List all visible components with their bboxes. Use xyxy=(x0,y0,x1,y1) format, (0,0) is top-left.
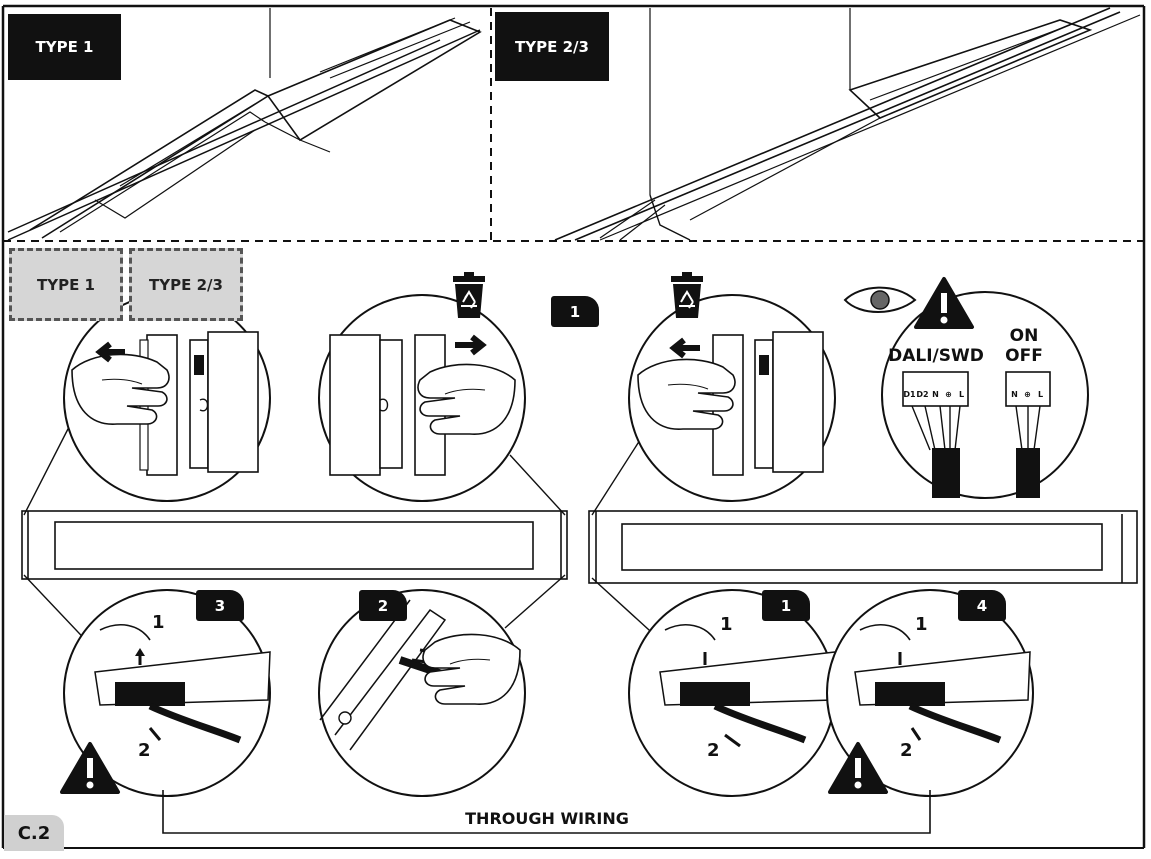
callout4-number-top: 1 xyxy=(915,614,928,635)
recycle-bin-icon xyxy=(452,271,486,319)
type1-ceiling-view xyxy=(7,8,482,241)
pin-label: L xyxy=(1037,390,1044,399)
step-badge-3: 3 xyxy=(196,590,244,621)
callout4-number-bottom: 2 xyxy=(900,740,913,761)
callout-leaders xyxy=(23,424,661,651)
callout-remove-driver-center xyxy=(318,294,526,502)
callout1-number-top: 1 xyxy=(152,612,165,633)
connector-label-off: OFF xyxy=(1005,346,1043,366)
recycle-bin-icon-2 xyxy=(670,271,704,319)
label-type1-top: TYPE 1 xyxy=(8,14,121,80)
callout3-number-top: 1 xyxy=(720,614,733,635)
figure-code: C.2 xyxy=(4,815,64,851)
callout-through-wiring-1 xyxy=(63,589,271,797)
callout-through-wiring-3 xyxy=(628,589,836,797)
callout-connector-detail xyxy=(881,291,1089,499)
arrow-right-icon xyxy=(455,334,487,356)
pin-label: N xyxy=(1011,390,1018,399)
pin-label: L xyxy=(958,390,965,399)
pin-label: D2 xyxy=(916,390,929,399)
tab-type1: TYPE 1 xyxy=(9,248,123,321)
label-type23-top: TYPE 2/3 xyxy=(495,12,609,81)
eye-icon xyxy=(843,286,917,313)
through-wiring-bracket xyxy=(162,790,931,834)
pin-label: ⊕ xyxy=(1024,390,1031,399)
step-badge-1b: 1 xyxy=(762,590,810,621)
callout-through-wiring-2 xyxy=(318,589,526,797)
connector-label-on: ON xyxy=(1009,326,1039,346)
callout-remove-driver-type1 xyxy=(63,294,271,502)
callout-remove-driver-type23 xyxy=(628,294,836,502)
step-badge-2: 2 xyxy=(359,590,407,621)
step-badge-4: 4 xyxy=(958,590,1006,621)
pin-label: ⊕ xyxy=(945,390,952,399)
pin-label: N xyxy=(932,390,939,399)
callout3-number-bottom: 2 xyxy=(707,740,720,761)
tab-type23: TYPE 2/3 xyxy=(129,248,243,321)
luminaire-body-right xyxy=(588,510,1138,584)
page-frame xyxy=(1,4,1146,849)
connector-label-dali: DALI/SWD xyxy=(888,346,984,366)
arrow-left-icon xyxy=(95,341,125,363)
luminaire-body-left xyxy=(21,510,568,580)
step-badge-1: 1 xyxy=(551,296,599,327)
pin-label: D1 xyxy=(903,390,916,399)
through-wiring-label: THROUGH WIRING xyxy=(465,809,629,828)
type23-ceiling-view xyxy=(554,7,1141,241)
callout1-number-bottom: 2 xyxy=(138,740,151,761)
